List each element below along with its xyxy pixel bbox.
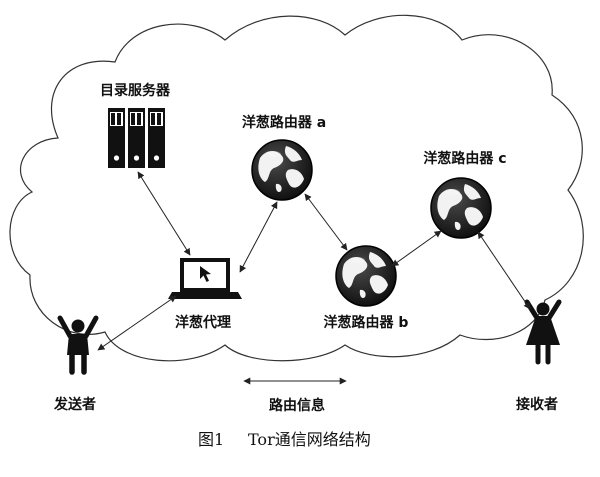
sender-person-icon (57, 315, 99, 375)
arrow-router-a-router-b (304, 193, 348, 251)
arrow-servers-proxy (137, 171, 191, 256)
arrow-router-c-receiver (477, 231, 531, 310)
receiver-label: 接收者 (516, 396, 558, 413)
arrow-proxy-router-a (239, 201, 278, 273)
globe-icon-router-c (430, 177, 492, 239)
routing-info-label: 路由信息 (269, 397, 325, 414)
arrow-router-b-router-c (391, 230, 442, 267)
arrow-sender-proxy (97, 295, 177, 351)
laptop-icon (168, 258, 242, 299)
router-a-label: 洋葱路由器 a (242, 114, 326, 131)
router-b-label: 洋葱路由器 b (324, 314, 409, 331)
figure-number: 图1 (198, 430, 224, 449)
receiver-person-icon (524, 299, 562, 365)
globe-icon-router-a (251, 139, 313, 201)
directory-servers-label: 目录服务器 (100, 82, 171, 99)
globe-icon-router-b (335, 245, 397, 307)
figure-caption: Tor通信网络结构 (248, 430, 371, 449)
directory-server-icon (108, 108, 165, 168)
proxy-label: 洋葱代理 (175, 314, 231, 331)
router-c-label: 洋葱路由器 c (423, 150, 506, 167)
sender-label: 发送者 (53, 396, 96, 413)
